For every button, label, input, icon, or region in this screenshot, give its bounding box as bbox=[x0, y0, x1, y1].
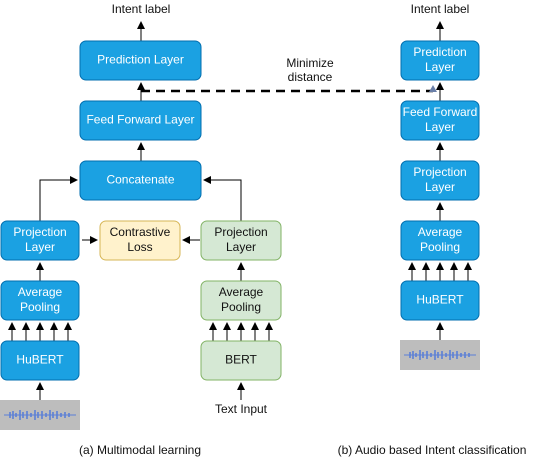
left-hubert-box: HuBERT bbox=[0, 340, 80, 381]
right-prediction-layer-box: Prediction Layer bbox=[400, 40, 480, 81]
right-feed-forward-line1: Feed Forward bbox=[403, 105, 478, 119]
left-text-pooling-line1: Average bbox=[219, 285, 264, 299]
left-audio-waveform-image bbox=[0, 400, 80, 430]
dashed-line-arrowhead bbox=[429, 85, 437, 92]
minimize-distance-line1: Minimize bbox=[286, 56, 334, 70]
left-audio-pooling-line1: Average bbox=[18, 285, 63, 299]
left-intent-label: Intent label bbox=[112, 2, 171, 16]
left-hubert-to-pooling-arrows bbox=[8, 322, 72, 341]
left-text-pooling-line2: Pooling bbox=[221, 300, 261, 314]
right-hubert-to-pooling-arrows bbox=[408, 262, 472, 281]
right-prediction-line1: Prediction bbox=[413, 45, 466, 59]
arrow-text-proj-to-concat bbox=[203, 176, 242, 221]
right-projection-layer-box: Projection Layer bbox=[400, 160, 480, 201]
contrastive-loss-box: Contrastive Loss bbox=[99, 220, 181, 261]
right-projection-line1: Projection bbox=[413, 165, 466, 179]
right-audio-waveform-image bbox=[400, 340, 480, 370]
left-hubert-text: HuBERT bbox=[16, 353, 64, 367]
arrow-audio-proj-to-concat bbox=[39, 176, 78, 221]
contrastive-loss-line1: Contrastive bbox=[110, 225, 171, 239]
right-average-pooling-box: Average Pooling bbox=[400, 220, 480, 261]
left-feed-forward-text: Feed Forward Layer bbox=[86, 113, 194, 127]
contrastive-loss-line2: Loss bbox=[127, 240, 152, 254]
right-feed-forward-box: Feed Forward Layer bbox=[400, 100, 480, 141]
left-caption: (a) Multimodal learning bbox=[79, 443, 201, 457]
left-prediction-layer-text: Prediction Layer bbox=[97, 53, 184, 67]
left-audio-projection-line1: Projection bbox=[13, 225, 66, 239]
left-audio-projection-box: Projection Layer bbox=[0, 220, 80, 261]
left-bert-box: BERT bbox=[200, 340, 282, 381]
text-input-label: Text Input bbox=[215, 402, 268, 416]
left-text-pooling-box: Average Pooling bbox=[200, 280, 282, 321]
right-pooling-line2: Pooling bbox=[420, 240, 460, 254]
left-audio-pooling-box: Average Pooling bbox=[0, 280, 80, 321]
right-intent-label: Intent label bbox=[411, 2, 470, 16]
left-text-projection-line2: Layer bbox=[226, 240, 256, 254]
left-bert-to-pooling-arrows bbox=[209, 322, 273, 341]
right-pooling-line1: Average bbox=[418, 225, 463, 239]
right-caption: (b) Audio based Intent classification bbox=[338, 443, 527, 457]
left-text-projection-line1: Projection bbox=[214, 225, 267, 239]
right-hubert-text: HuBERT bbox=[416, 293, 464, 307]
minimize-distance-line2: distance bbox=[288, 70, 333, 84]
left-text-projection-box: Projection Layer bbox=[200, 220, 282, 261]
right-prediction-line2: Layer bbox=[425, 60, 455, 74]
left-audio-projection-line2: Layer bbox=[25, 240, 55, 254]
left-bert-text: BERT bbox=[225, 353, 257, 367]
right-projection-line2: Layer bbox=[425, 180, 455, 194]
right-hubert-box: HuBERT bbox=[400, 280, 480, 321]
right-feed-forward-line2: Layer bbox=[425, 120, 455, 134]
left-prediction-layer-box: Prediction Layer bbox=[79, 40, 202, 81]
left-audio-pooling-line2: Pooling bbox=[20, 300, 60, 314]
left-feed-forward-box: Feed Forward Layer bbox=[79, 100, 202, 141]
concatenate-box: Concatenate bbox=[79, 160, 202, 201]
concatenate-text: Concatenate bbox=[106, 173, 174, 187]
